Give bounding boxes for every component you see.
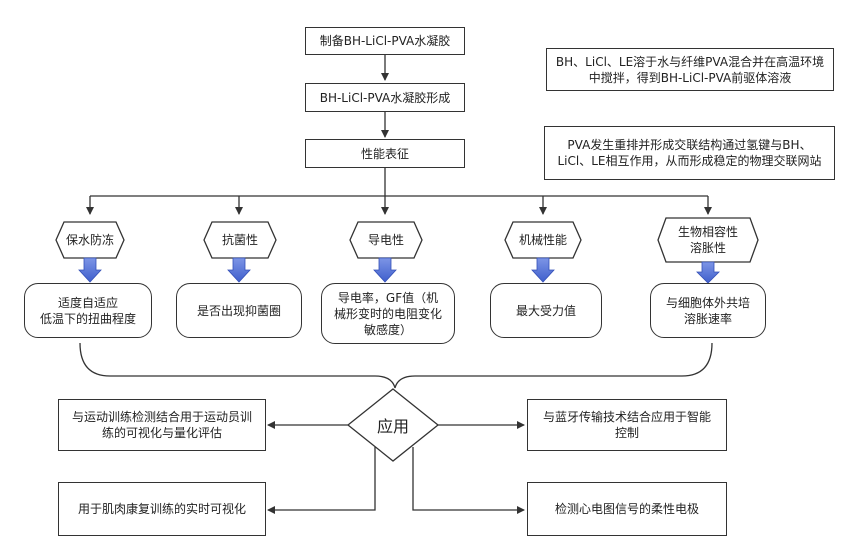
use-ecg-electrode: 检测心电图信号的柔性电极	[527, 482, 727, 536]
property-label-biocompatibility: 生物相容性 溶胀性	[677, 225, 738, 255]
application-label: 应用	[376, 417, 409, 436]
property-detail-biocompatibility: 与细胞体外共培 溶胀速率	[650, 283, 766, 338]
property-detail-mechanical: 最大受力值	[490, 283, 602, 338]
property-detail-conductivity: 导电率，GF值（机械形变时的电阻变化敏感度）	[321, 283, 455, 344]
merge-brace	[79, 342, 713, 389]
property-label-antibacterial: 抗菌性	[221, 233, 258, 247]
property-detail-antibacterial: 是否出现抑菌圈	[176, 283, 302, 338]
note-crosslink-network: PVA发生重排并形成交联结构通过氢键与BH、LiCl、LE相互作用，从而形成稳定…	[544, 126, 835, 180]
use-muscle-rehab: 用于肌肉康复训练的实时可视化	[58, 482, 266, 536]
application-connectors	[267, 421, 525, 514]
blue-arrow-5	[696, 261, 720, 284]
blue-arrow-2	[227, 257, 251, 283]
property-detail-antifreeze: 适度自适应 低温下的扭曲程度	[24, 283, 152, 338]
hexagon-3	[349, 221, 423, 259]
step-prepare-hydrogel: 制备BH-LiCl-PVA水凝胶	[305, 27, 465, 55]
use-athlete-training: 与运动训练检测结合用于运动员训练的可视化与量化评估	[58, 399, 266, 451]
hexagon-2	[203, 221, 277, 259]
hexagon-1	[55, 221, 125, 259]
use-bluetooth-control: 与蓝牙传输技术结合应用于智能控制	[527, 399, 727, 451]
application-diamond	[346, 388, 440, 462]
step-hydrogel-formation: BH-LiCl-PVA水凝胶形成	[305, 83, 465, 112]
blue-arrow-4	[531, 257, 555, 283]
blue-arrow-3	[373, 257, 397, 283]
property-label-conductivity: 导电性	[367, 233, 404, 247]
blue-arrows	[78, 257, 720, 284]
property-hexagons	[55, 217, 759, 263]
hexagon-4	[504, 221, 582, 259]
property-label-antifreeze: 保水防冻	[65, 233, 114, 247]
blue-arrow-1	[78, 257, 102, 283]
property-label-mechanical: 机械性能	[518, 233, 567, 247]
note-precursor-solution: BH、LiCl、LE溶于水与纤维PVA混合并在高温环境中搅拌，得到BH-LiCl…	[546, 48, 834, 91]
branch-connector	[86, 168, 712, 215]
hexagon-5	[657, 217, 759, 263]
step-characterization: 性能表征	[305, 139, 465, 168]
